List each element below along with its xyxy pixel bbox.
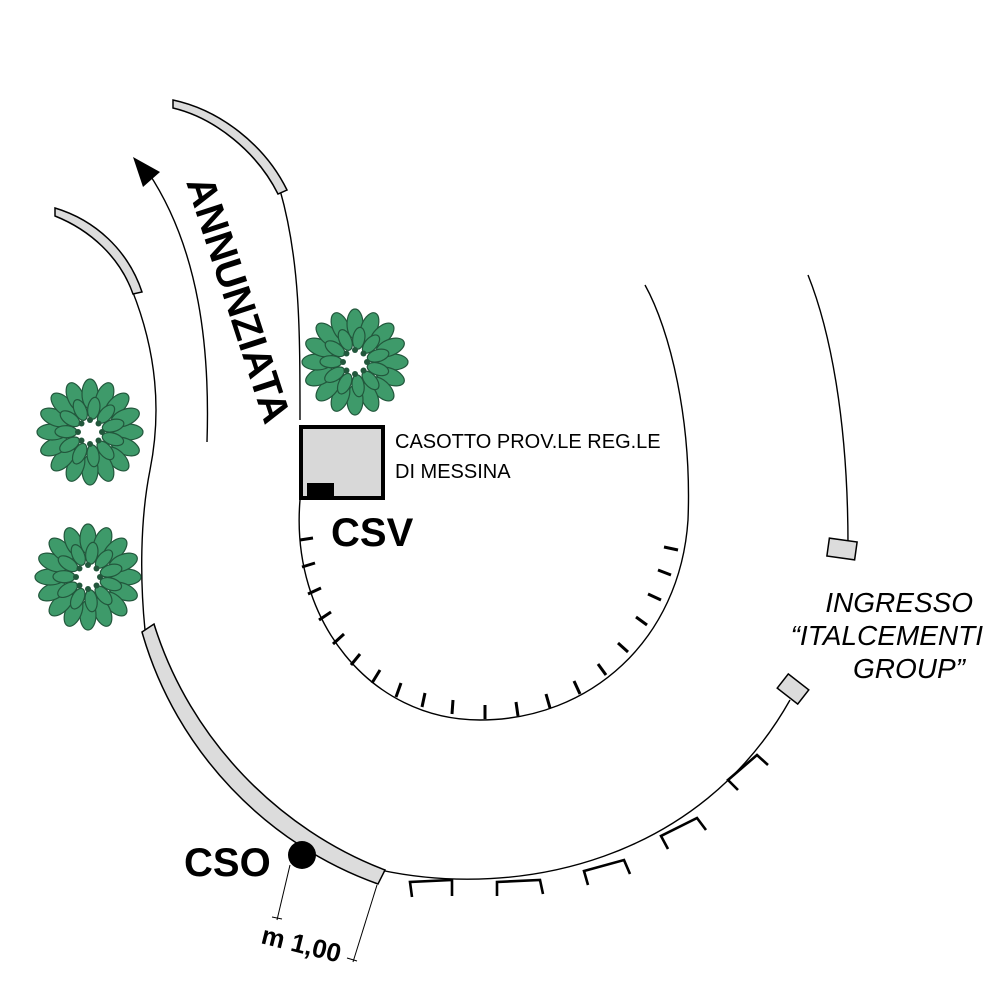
entrance-marker-bottom [776,672,810,706]
kerb-top-right [172,99,289,195]
road-edge-east [807,274,849,546]
tree-icon [301,308,409,416]
dimension-marker [271,864,378,963]
kerb-bottom-left [141,622,387,885]
tree-icon [36,378,144,486]
road-edge-outer-arc [379,699,791,880]
kerb-top-left [54,206,143,295]
cso-code-label: CSO [184,841,271,885]
inner-arc-ticks [299,536,679,719]
cso-point [288,841,316,869]
booth-label-line-1: CASOTTO PROV.LE REG.LE [395,431,661,453]
booth-label-line-2: DI MESSINA [395,461,511,483]
csv-code-label: CSV [331,511,414,555]
entrance-label-line-2: “ITALCEMENTI [791,620,984,651]
direction-line [147,171,209,443]
tree-icon [34,523,142,631]
road-edge-west [131,289,157,631]
direction-arrow-icon [133,157,160,187]
entrance-marker-top [826,537,858,561]
road-edge-inner-left [279,189,301,421]
street-name-label: ANNUNZIATA [177,171,298,428]
parking-brackets [408,753,769,898]
entrance-label-line-3: GROUP” [853,653,967,684]
dimension-label: m 1,00 [259,920,345,969]
booth-csv [299,425,385,500]
entrance-label-line-1: INGRESSO [825,587,973,618]
road-edge-inner-arc [298,284,690,721]
